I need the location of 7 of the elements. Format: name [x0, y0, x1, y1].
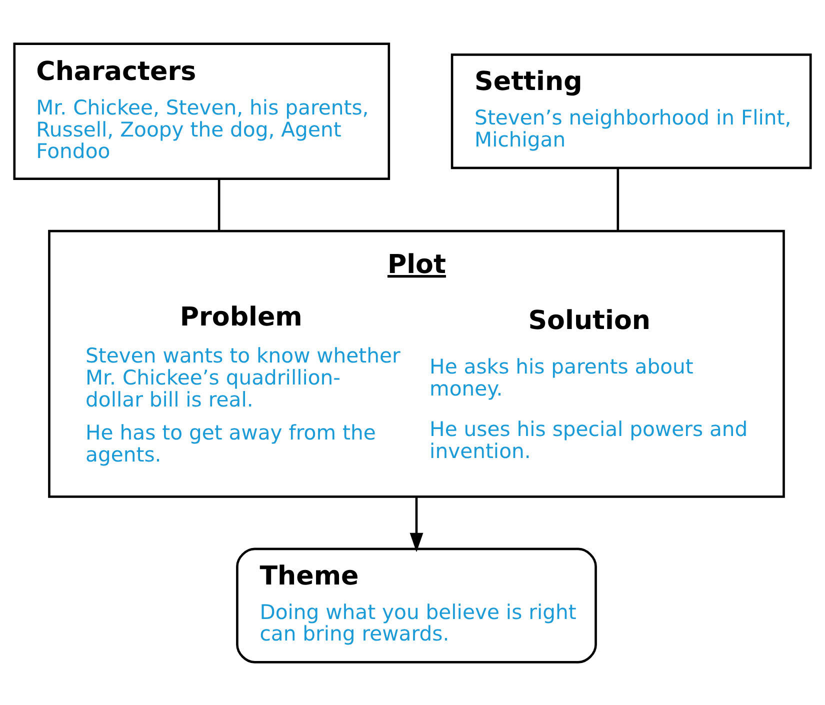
- connector: [616, 168, 620, 231]
- arrow: [410, 496, 424, 552]
- node-box: Characters Mr. Chickee, Steven, his parents, Russell, Zoopy the dog, Agent Fondoo: [13, 42, 390, 180]
- node-box: Plot Problem Steven wants to know whether Mr. Chickee’s quadrillion-dollar bill is real. He has to get away from the agents. Solution He asks his parents about money. He uses his special powers and invention.: [48, 229, 785, 498]
- connector: [218, 178, 220, 230]
- node-box: Theme Doing what you believe is right can bring rewards.: [236, 547, 597, 663]
- node-box: Setting Steven’s neighborhood in Flint, Michigan: [450, 53, 812, 169]
